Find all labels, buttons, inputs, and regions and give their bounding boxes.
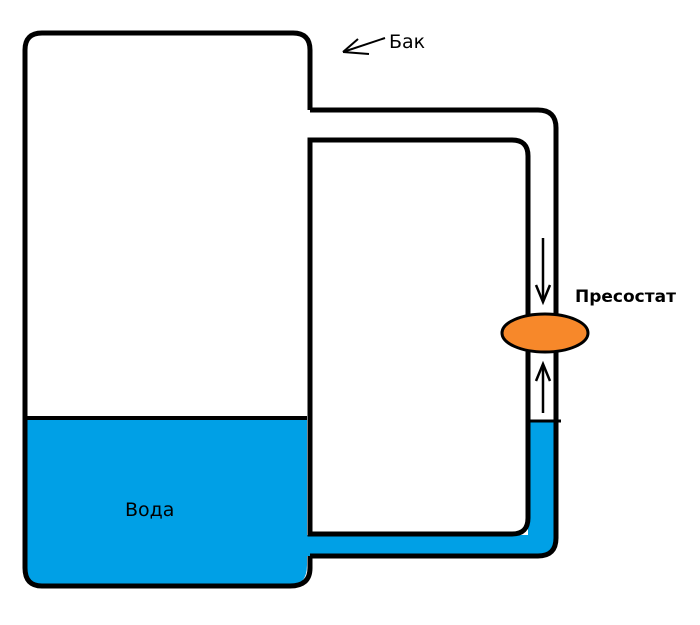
arrow-up-icon (534, 360, 552, 413)
water-label: Вода (125, 499, 174, 521)
tank-label: Бак (389, 31, 425, 53)
pipe-inner-wall (307, 137, 531, 537)
arrow-down-icon (534, 238, 552, 306)
tank-outline (22, 30, 313, 589)
tank-pointer-arrow-icon (342, 37, 386, 55)
tank-water (25, 418, 307, 586)
pressure-switch (500, 312, 590, 354)
pressure-switch-label: Пресостат (575, 287, 676, 307)
